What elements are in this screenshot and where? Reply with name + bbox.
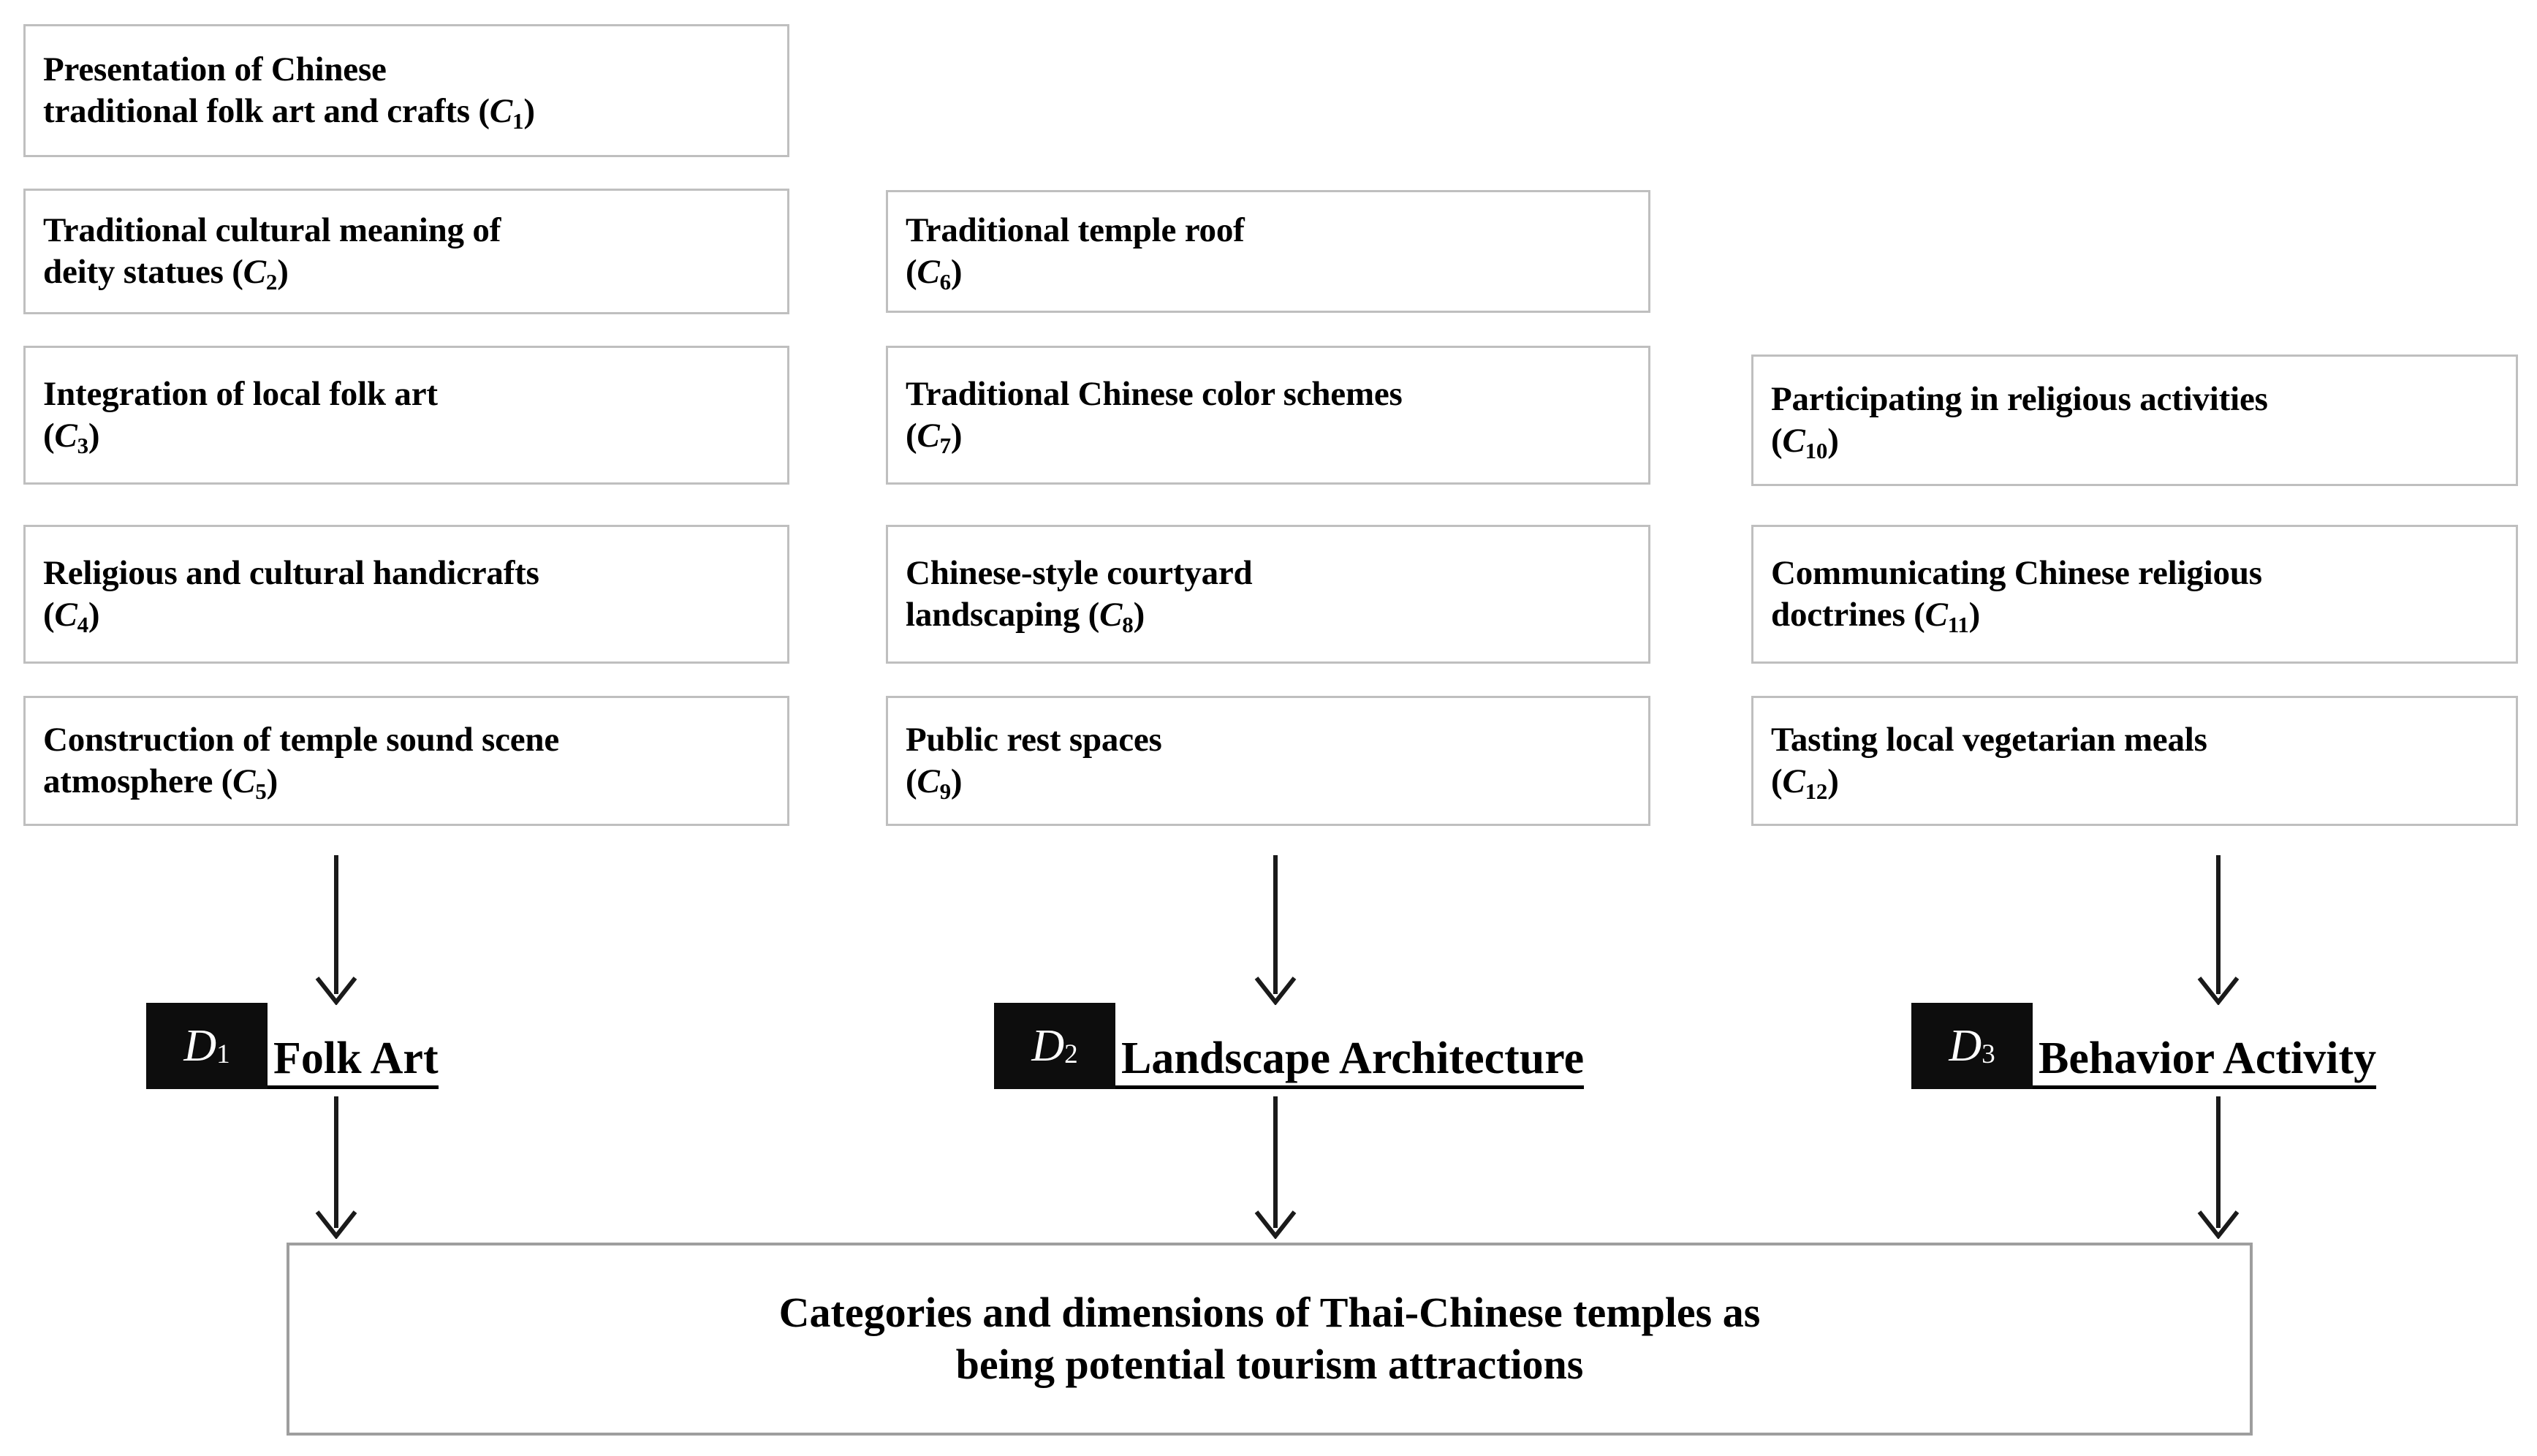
category-box-c7: Traditional Chinese color schemes (C7) [886,346,1650,485]
category-box-c10: Participating in religious activities (C… [1751,354,2518,486]
arrow-categories-to-d3 [2197,855,2240,1005]
arrow-categories-to-d1 [315,855,357,1005]
category-text-c3: Integration of local folk art (C3) [43,374,438,458]
dimension-label-d3: Behavior Activity [2033,1036,2377,1089]
category-text-c9: Public rest spaces (C9) [906,720,1162,804]
category-text-c11: Communicating Chinese religious doctrine… [1771,553,2262,637]
arrow-d1-to-goal [315,1096,357,1239]
category-text-c6: Traditional temple roof (C6) [906,211,1245,295]
dimension-label-d2: Landscape Architecture [1115,1036,1585,1089]
category-box-c11: Communicating Chinese religious doctrine… [1751,525,2518,664]
category-box-c12: Tasting local vegetarian meals (C12) [1751,696,2518,826]
category-box-c3: Integration of local folk art (C3) [23,346,789,485]
goal-line-2: being potential tourism attractions [955,1341,1584,1388]
goal-line-1: Categories and dimensions of Thai-Chines… [778,1289,1761,1337]
category-box-c1: Presentation of Chinese traditional folk… [23,24,789,157]
category-text-c7: Traditional Chinese color schemes (C7) [906,374,1403,458]
arrow-d2-to-goal [1254,1096,1297,1239]
category-text-c8: Chinese-style courtyard landscaping (C8) [906,553,1253,637]
category-box-c6: Traditional temple roof (C6) [886,190,1650,313]
category-box-c9: Public rest spaces (C9) [886,696,1650,826]
category-text-c4: Religious and cultural handicrafts (C4) [43,553,539,637]
dimension-label-d1: Folk Art [268,1036,439,1089]
category-text-c12: Tasting local vegetarian meals (C12) [1771,720,2207,804]
category-box-c2: Traditional cultural meaning of deity st… [23,189,789,314]
goal-box: Categories and dimensions of Thai-Chines… [287,1243,2253,1436]
category-box-c8: Chinese-style courtyard landscaping (C8) [886,525,1650,664]
category-text-c5: Construction of temple sound scene atmos… [43,720,560,804]
category-box-c5: Construction of temple sound scene atmos… [23,696,789,826]
arrow-d3-to-goal [2197,1096,2240,1239]
goal-text: Categories and dimensions of Thai-Chines… [750,1287,1790,1391]
category-box-c4: Religious and cultural handicrafts (C4) [23,525,789,664]
arrow-categories-to-d2 [1254,855,1297,1005]
category-text-c10: Participating in religious activities (C… [1771,379,2268,463]
category-text-c1: Presentation of Chinese traditional folk… [43,50,535,134]
category-text-c2: Traditional cultural meaning of deity st… [43,211,501,295]
